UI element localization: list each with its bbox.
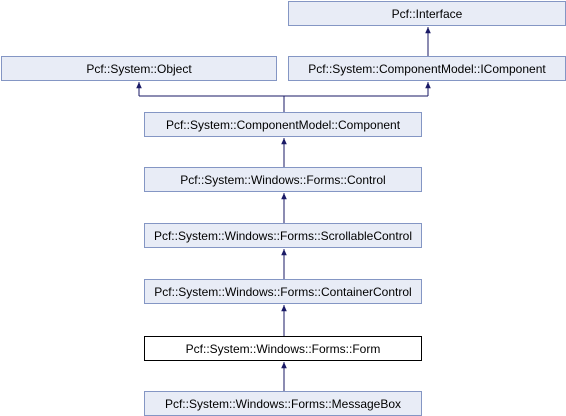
class-node-object[interactable]: Pcf::System::Object [1, 56, 277, 81]
class-node-scrollable-control[interactable]: Pcf::System::Windows::Forms::ScrollableC… [144, 223, 422, 248]
class-node-container-control[interactable]: Pcf::System::Windows::Forms::ContainerCo… [144, 279, 422, 304]
class-label-icomponent: Pcf::System::ComponentModel::IComponent [308, 61, 546, 76]
class-node-messagebox[interactable]: Pcf::System::Windows::Forms::MessageBox [144, 391, 422, 416]
class-node-icomponent[interactable]: Pcf::System::ComponentModel::IComponent [288, 56, 566, 81]
class-node-component[interactable]: Pcf::System::ComponentModel::Component [144, 112, 422, 137]
class-label-interface: Pcf::Interface [391, 6, 463, 21]
class-label-container-control: Pcf::System::Windows::Forms::ContainerCo… [154, 284, 412, 299]
class-label-control: Pcf::System::Windows::Forms::Control [180, 172, 386, 187]
class-node-control[interactable]: Pcf::System::Windows::Forms::Control [144, 167, 422, 192]
class-label-scrollable-control: Pcf::System::Windows::Forms::ScrollableC… [153, 228, 413, 243]
class-node-interface[interactable]: Pcf::Interface [288, 1, 566, 26]
class-label-component: Pcf::System::ComponentModel::Component [165, 117, 401, 132]
class-label-object: Pcf::System::Object [86, 61, 192, 76]
class-label-messagebox: Pcf::System::Windows::Forms::MessageBox [164, 396, 402, 411]
class-node-form-current: Pcf::System::Windows::Forms::Form [144, 336, 422, 361]
class-label-form: Pcf::System::Windows::Forms::Form [185, 341, 381, 356]
